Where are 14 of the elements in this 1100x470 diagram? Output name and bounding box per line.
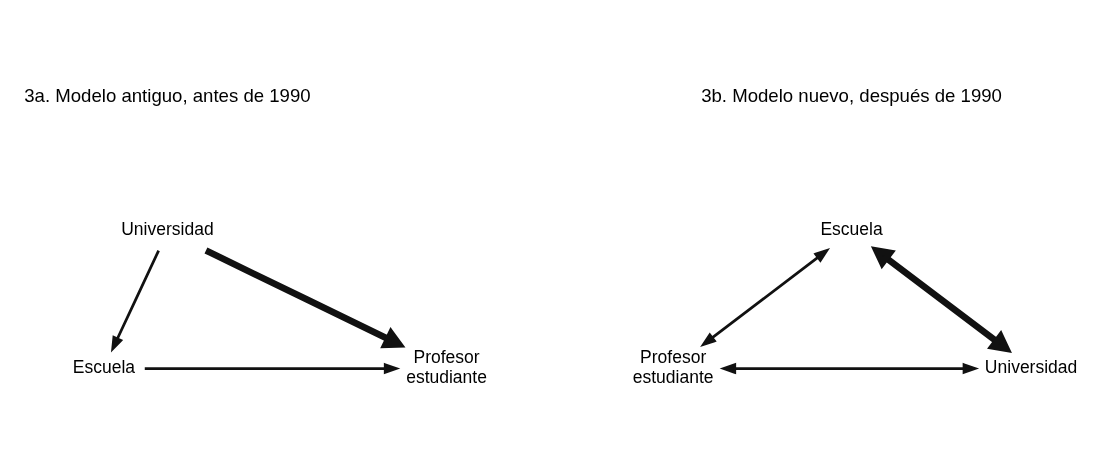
node-text: Escuela — [820, 218, 883, 239]
node-text: Universidad — [984, 356, 1078, 377]
arrow — [870, 246, 1012, 353]
node-text: Universidad — [121, 218, 214, 239]
arrow — [700, 248, 831, 347]
arrow — [110, 250, 160, 353]
arrow — [144, 362, 401, 375]
label: 3b. Modelo nuevo, después de 1990 — [701, 84, 1002, 106]
node-text: Profesor estudiante — [406, 346, 487, 387]
node-text: Profesor estudiante — [632, 346, 714, 387]
label: 3a. Modelo antiguo, antes de 1990 — [24, 84, 311, 106]
arrow — [719, 362, 980, 375]
arrow — [204, 247, 406, 349]
node-text: Escuela — [72, 356, 136, 377]
